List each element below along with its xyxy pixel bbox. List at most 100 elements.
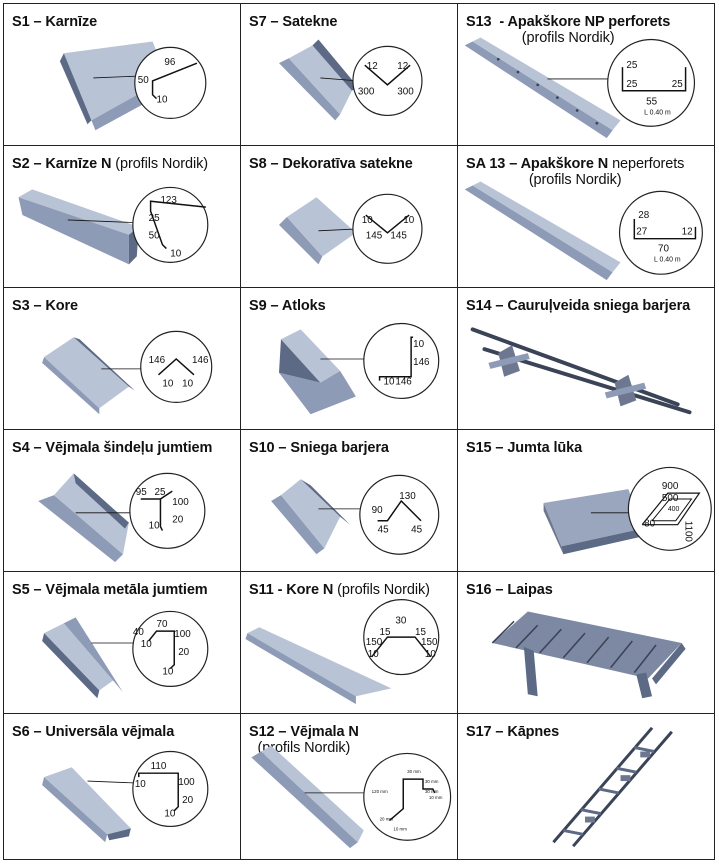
dim-label: 400: [668, 506, 680, 513]
product-title: S15 – Jumta lūka: [466, 440, 583, 456]
product-title: S14 – Cauruļveida sniega barjera: [466, 298, 691, 314]
product-title: SA 13 – Apakškore N neperforets(profils …: [466, 156, 685, 188]
dim-label: 12: [397, 61, 408, 72]
dim-label: 1100: [683, 521, 694, 543]
dim-label: 40: [133, 627, 144, 638]
dim-label: 20: [178, 647, 189, 658]
product-card-s12: S12 – Vējmala N(profils Nordik) 30 mm 30…: [240, 713, 458, 860]
dim-label: 15: [380, 627, 391, 638]
product-card-s3: S3 – Kore 146 146 10 10: [3, 287, 241, 430]
profile-illustration: 96 50 10: [59, 41, 207, 131]
profile-illustration: 12 12 300 300: [278, 39, 423, 121]
dim-label: 146: [413, 357, 430, 368]
product-title: S13 - Apakškore NP perforets(profils Nor…: [466, 14, 671, 46]
product-card-s1: S1 – Karnīze 96 50 10: [3, 3, 241, 146]
dim-label: 10: [149, 521, 160, 532]
dim-label: 55: [646, 97, 657, 108]
profile-illustration: 90 130 45 45: [271, 474, 440, 555]
dim-label: 25: [155, 487, 166, 498]
product-title: S9 – Atloks: [249, 298, 326, 314]
walkway-illustration: [491, 611, 686, 699]
dim-label: 30: [395, 615, 406, 626]
dim-label: 130: [399, 491, 416, 502]
product-card-s15: S15 – Jumta lūka 900 500 400 1100 80: [457, 429, 715, 572]
product-card-s6: S6 – Universāla vējmala 110 10 100 10 20: [3, 713, 241, 860]
dim-label: 95: [136, 487, 147, 498]
dim-label: 900: [662, 481, 679, 492]
dim-label: 28: [638, 210, 649, 221]
profile-illustration: 30 mm 30 mm 30 mm 120 mm 10 mm 20 mm 10 …: [251, 745, 452, 849]
dim-label: 10: [164, 809, 175, 820]
dim-label: 150: [366, 637, 383, 648]
dim-label: 27: [636, 227, 647, 238]
product-card-s7: S7 – Satekne 12 12 300 300: [240, 3, 458, 146]
dim-label: 15: [415, 627, 426, 638]
roof-hatch-illustration: 900 500 400 1100 80: [543, 466, 712, 555]
product-title: S6 – Universāla vējmala: [12, 724, 175, 740]
profile-illustration: 95 25 100 10 20: [38, 472, 206, 563]
dim-label: 70: [658, 244, 669, 255]
product-title: S10 – Sniega barjera: [249, 440, 389, 456]
product-card-s11: S11 - Kore N (profils Nordik) 30 15 15 1…: [240, 571, 458, 714]
profile-illustration: 123 25 50 10: [18, 186, 209, 265]
dim-label: 146: [192, 355, 209, 366]
dim-label: 110: [151, 761, 167, 772]
dim-label: 10: [162, 379, 173, 390]
dim-label: 20 mm: [380, 817, 394, 822]
product-card-s4: S4 – Vējmala šindeļu jumtiem 95 25 100 1…: [3, 429, 241, 572]
product-title: S17 – Kāpnes: [466, 724, 560, 740]
product-card-s10: S10 – Sniega barjera 90 130 45 45: [240, 429, 458, 572]
dim-label: 100: [178, 777, 195, 788]
dim-label: 50: [149, 231, 160, 242]
dim-label: 45: [378, 525, 389, 536]
product-card-s13: S13 - Apakškore NP perforets(profils Nor…: [457, 3, 715, 146]
product-grid: S1 – Karnīze 96 50 10 S7 – Satekne 12 12…: [3, 3, 715, 860]
dim-label: 10: [403, 215, 414, 226]
product-card-s17: S17 – Kāpnes: [457, 713, 715, 860]
length-note: L 0.40 m: [654, 256, 681, 263]
product-card-sa13: SA 13 – Apakškore N neperforets(profils …: [457, 145, 715, 288]
dim-label: 10 mm: [429, 795, 443, 800]
dim-label: 10: [135, 779, 146, 790]
dim-label: 10: [157, 95, 168, 106]
dim-label: 90: [372, 505, 383, 516]
dim-label: 150: [421, 637, 438, 648]
product-title: S3 – Kore: [12, 298, 79, 314]
dim-label: 120 mm: [372, 789, 388, 794]
dim-label: 30 mm: [425, 779, 439, 784]
product-title: S16 – Laipas: [466, 582, 553, 598]
dim-label: 25: [626, 79, 637, 90]
dim-label: 10: [413, 339, 424, 350]
dim-label: 25: [149, 213, 160, 224]
product-title: S12 – Vējmala N(profils Nordik): [249, 724, 359, 756]
dim-label: 12: [367, 61, 378, 72]
product-card-s8: S8 – Dekoratīva satekne 10 10 145 145: [240, 145, 458, 288]
dim-label: 123: [160, 195, 177, 206]
dim-label: 300: [358, 87, 375, 98]
profile-illustration: 146 146 10 10: [42, 330, 213, 415]
profile-illustration: 25 25 25 55 L 0.40 m: [464, 37, 696, 139]
dim-label: 146: [395, 377, 412, 388]
snow-barrier-illustration: [470, 327, 692, 415]
product-card-s5: S5 – Vējmala metāla jumtiem 70 40 100 10…: [3, 571, 241, 714]
product-title: S1 – Karnīze: [12, 14, 98, 30]
profile-illustration: 10 146 10 146: [278, 322, 440, 415]
dim-label: 145: [390, 231, 407, 242]
dim-label: 10: [384, 377, 395, 388]
dim-label: 20: [182, 795, 193, 806]
profile-illustration: 30 15 15 150 150 10 10: [245, 599, 440, 705]
product-card-s16: S16 – Laipas: [457, 571, 715, 714]
product-title: S7 – Satekne: [249, 14, 338, 30]
dim-label: 50: [138, 75, 149, 86]
dim-label: 96: [164, 57, 175, 68]
dim-label: 100: [174, 629, 191, 640]
dim-label: 10: [368, 649, 379, 660]
dim-label: 10 mm: [393, 826, 407, 831]
dim-label: 45: [411, 525, 422, 536]
dim-label: 10: [162, 667, 173, 678]
ladder-illustration: [552, 726, 673, 848]
dim-label: 30 mm: [407, 769, 421, 774]
profile-illustration: 70 40 100 10 20 10: [42, 610, 209, 699]
dim-label: 10: [170, 248, 181, 259]
product-card-s9: S9 – Atloks 10 146 10 146: [240, 287, 458, 430]
